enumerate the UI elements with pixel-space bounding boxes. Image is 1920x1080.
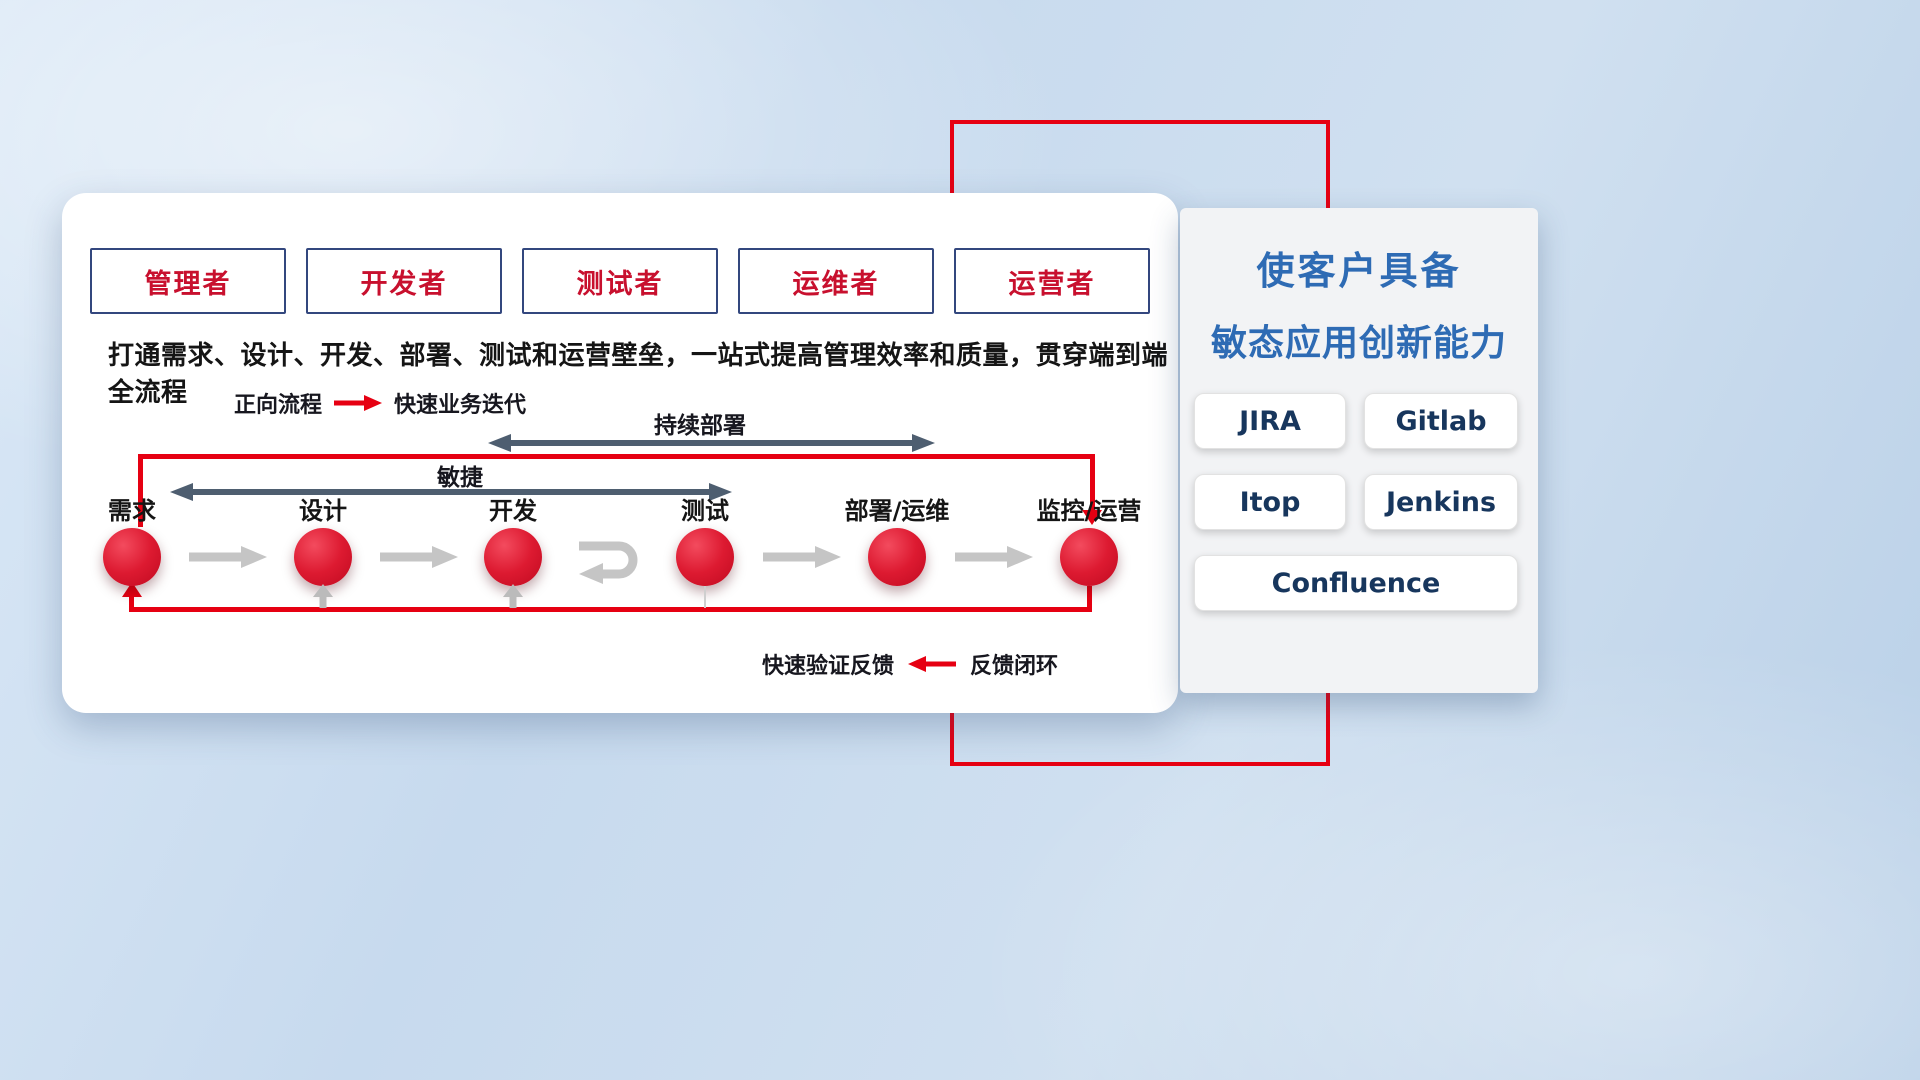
flow-arrow-icon (763, 546, 841, 568)
flow-arrow-icon (380, 546, 458, 568)
stage-node-circle (294, 528, 352, 586)
forward-legend-label: 正向流程 (234, 393, 323, 418)
flow-description: 打通需求、设计、开发、部署、测试和运营壁垒，一站式提高管理效率和质量，贯穿端到端… (108, 341, 1169, 408)
role-box-operator: 运营者 (954, 248, 1150, 314)
stage-label: 设计 (299, 497, 347, 525)
stage-node-circle (1060, 528, 1118, 586)
role-box-manager: 管理者 (90, 248, 286, 314)
iteration-loop-icon (579, 541, 638, 584)
role-box-developer: 开发者 (306, 248, 502, 314)
tool-box-gitlab: Gitlab (1364, 393, 1518, 449)
feedback-loop-line-left (129, 596, 134, 609)
forward-legend-desc: 快速业务迭代 (394, 393, 527, 418)
flow-stage-test: 测试 (635, 496, 775, 586)
feedback-up-arrow-icon (313, 584, 333, 608)
flow-stage-requirements: 需求 (62, 496, 202, 586)
feedback-loop-arrowhead-up-icon (122, 582, 142, 597)
feedback-legend: 快速验证反馈 反馈闭环 (762, 648, 1058, 680)
forward-loop-arrowhead-down-icon (1082, 510, 1102, 525)
forward-loop-line-right (1090, 454, 1095, 511)
tool-box-itop: Itop (1194, 474, 1346, 530)
role-box-ops: 运维者 (738, 248, 934, 314)
role-box-tester: 测试者 (522, 248, 718, 314)
forward-loop-line-top (138, 454, 1095, 459)
tool-box-confluence: Confluence (1194, 555, 1518, 611)
feedback-loop-line-bottom (129, 607, 1092, 612)
feedback-legend-label: 反馈闭环 (970, 654, 1059, 679)
feedback-up-arrow-icon (503, 584, 523, 608)
devops-flow-card: 管理者 开发者 测试者 运维者 运营者 打通需求、设计、开发、部署、测试和运营壁… (62, 193, 1178, 713)
agile-double-arrow-icon (170, 483, 732, 501)
panel-title-line1: 使客户具备 (1256, 249, 1462, 293)
stage-label: 需求 (108, 497, 156, 525)
flow-arrow-icon (955, 546, 1033, 568)
stage-node-circle (676, 528, 734, 586)
stage-label: 部署/运维 (844, 497, 950, 525)
flow-stage-design: 设计 (253, 496, 393, 586)
red-left-arrow-icon (908, 656, 957, 672)
capability-panel: 使客户具备 敏态应用创新能力 JIRA Gitlab Itop Jenkins … (1180, 208, 1538, 693)
roles-row: 管理者 开发者 测试者 运维者 运营者 (90, 248, 1150, 314)
test-feedback-line (704, 586, 706, 608)
flow-stage-deploy-ops: 部署/运维 (827, 496, 967, 586)
stage-node-circle (103, 528, 161, 586)
stage-node-circle (484, 528, 542, 586)
tool-box-jenkins: Jenkins (1364, 474, 1518, 530)
stage-node-circle (868, 528, 926, 586)
feedback-loop-line-right (1087, 586, 1092, 612)
stage-label: 开发 (489, 497, 537, 525)
flow-arrow-icon (189, 546, 267, 568)
panel-title-line2: 敏态应用创新能力 (1210, 323, 1507, 364)
stage-label: 测试 (681, 497, 729, 525)
forward-loop-line-left (138, 454, 143, 527)
continuous-deploy-label: 持续部署 (654, 413, 746, 439)
continuous-deploy-double-arrow-icon (488, 434, 935, 452)
feedback-legend-desc: 快速验证反馈 (762, 654, 895, 679)
red-right-arrow-icon (334, 395, 383, 411)
flow-stage-develop: 开发 (443, 496, 583, 586)
stage-label: 监控/运营 (1036, 497, 1142, 525)
forward-legend: 正向流程 快速业务迭代 (234, 387, 526, 419)
flow-stage-monitor-operate: 监控/运营 (1019, 496, 1159, 586)
agile-label: 敏捷 (437, 465, 483, 491)
tool-box-jira: JIRA (1194, 393, 1346, 449)
